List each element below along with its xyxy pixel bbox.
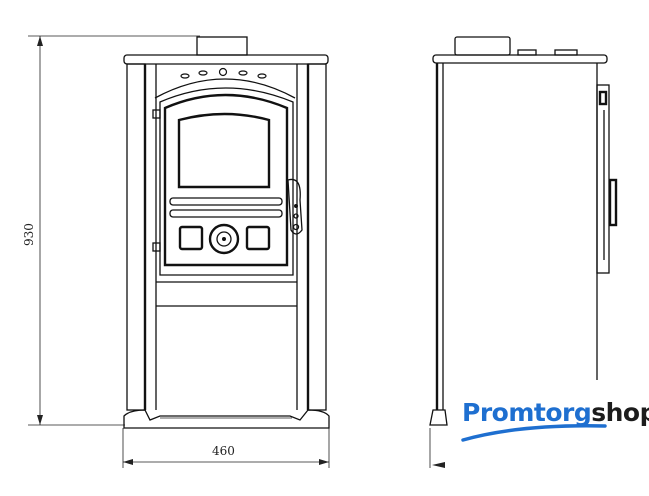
promtorgshop-logo: Promtorgshop (462, 398, 649, 427)
logo-part2: shop (591, 398, 649, 427)
width-label: 460 (212, 444, 235, 458)
logo-part1: Promtorg (462, 398, 592, 427)
width-dimension: 460 (122, 428, 330, 468)
logo-swoosh (461, 424, 607, 442)
front-view (123, 36, 330, 429)
side-view (429, 36, 618, 468)
height-dimension: 930 (22, 35, 200, 426)
height-label: 930 (22, 223, 36, 246)
